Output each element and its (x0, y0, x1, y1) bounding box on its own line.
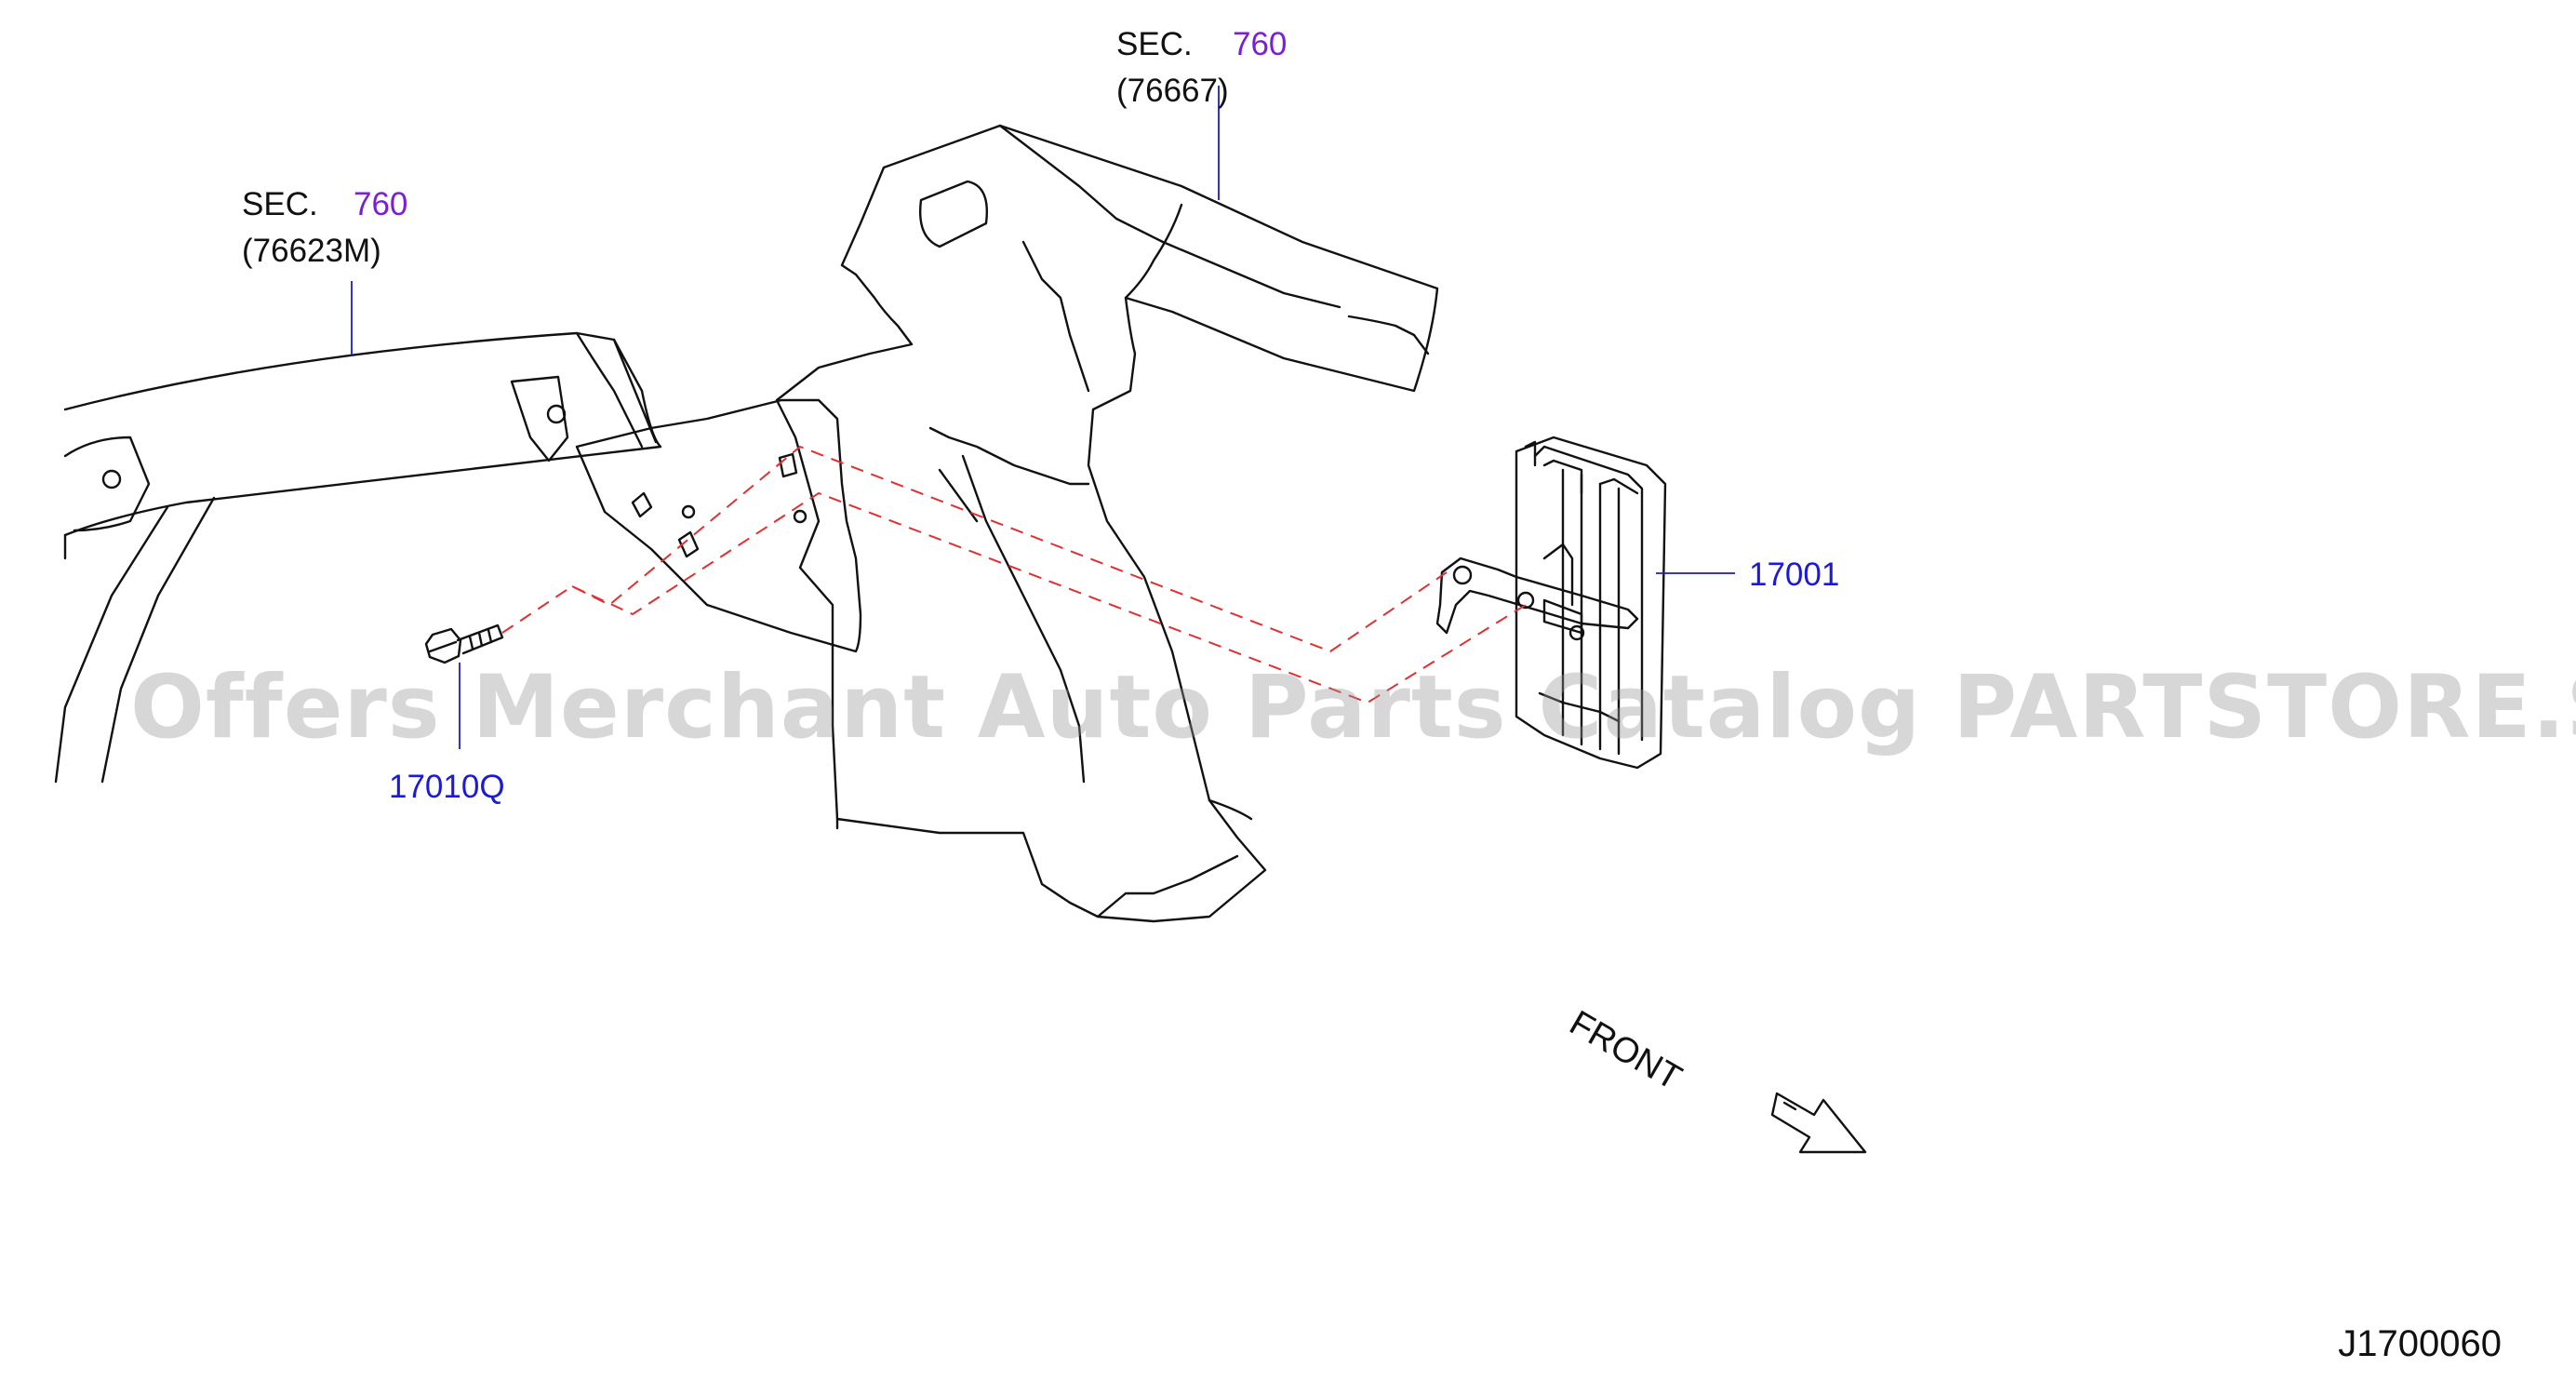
drawing-code: J1700060 (2338, 1323, 2502, 1364)
front-arrow-icon (1770, 1092, 1867, 1154)
upper-frame-part (775, 124, 1439, 923)
sec-right-part: (76667) (1116, 73, 1229, 109)
sec-left-number[interactable]: 760 (354, 186, 408, 222)
sec-right-prefix: SEC. (1116, 26, 1193, 62)
control-module-part (1515, 436, 1667, 770)
mounting-plate-part (575, 398, 862, 653)
part-number-module[interactable]: 17001 (1749, 556, 1840, 593)
installation-dashed-lines (501, 445, 1527, 704)
sec-left-prefix: SEC. (242, 186, 318, 222)
sec-left-part: (76623M) (242, 233, 381, 269)
left-crossmember-part (54, 331, 662, 784)
module-bracket-part (1435, 543, 1639, 641)
watermark: Offers Merchant Auto Parts Catalog PARTS… (130, 657, 2576, 758)
part-number-bolt[interactable]: 17010Q (389, 769, 505, 805)
sec-right-number[interactable]: 760 (1233, 26, 1288, 62)
bolt-part (424, 623, 504, 664)
